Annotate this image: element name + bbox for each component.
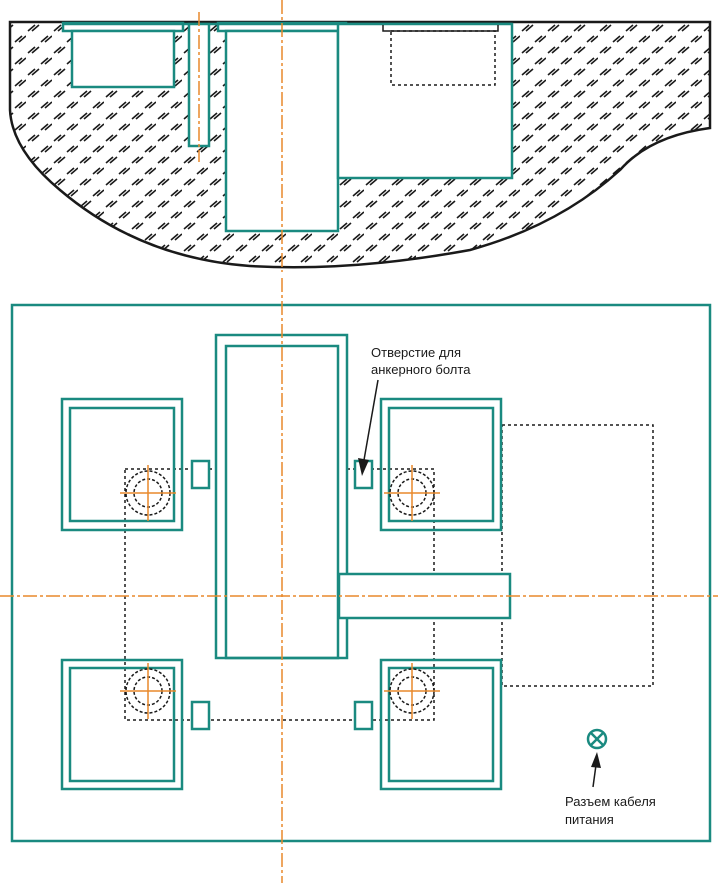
support-pad-top-left: [60, 397, 184, 532]
callout-anchor-leader: [363, 379, 379, 461]
anchor-hole-bottom-left: [120, 663, 176, 719]
anchor-hole-top-right: [384, 465, 440, 521]
support-pad-top-right: [379, 397, 503, 532]
callout-cable-leader: [592, 764, 597, 788]
left-pocket: [70, 29, 176, 89]
callout-anchor-arrowhead: [358, 458, 369, 476]
callout-cable-line1: Разъем кабеля: [565, 794, 656, 809]
hidden-box-section: [390, 30, 496, 86]
power-cable-callout: Разъем кабеля питания: [565, 752, 656, 827]
callout-anchor-line2: анкерного болта: [371, 362, 471, 377]
bolt-slot-bottom-right: [353, 700, 374, 731]
callout-cable-arrowhead: [591, 752, 601, 768]
cable-connector-icon: [586, 728, 608, 750]
anchor-hole-top-left: [120, 465, 176, 521]
shaft: [337, 572, 512, 620]
anchor-hole-bottom-right: [384, 663, 440, 719]
plan-view: Отверстие для анкерного болта Разъем каб…: [0, 278, 718, 883]
callout-cable-line2: питания: [565, 812, 614, 827]
foundation-outline: [10, 303, 712, 843]
hidden-box-right: [501, 424, 654, 687]
support-pad-bottom-left: [60, 658, 184, 791]
bolt-slot-bottom-left: [190, 700, 211, 731]
callout-anchor-line1: Отверстие для: [371, 345, 461, 360]
right-recess: [336, 22, 514, 180]
anchor-hole-callout: Отверстие для анкерного болта: [358, 345, 471, 476]
section-view: [8, 0, 712, 272]
support-pad-bottom-right: [379, 658, 503, 791]
bolt-slot-top-left: [190, 459, 211, 490]
